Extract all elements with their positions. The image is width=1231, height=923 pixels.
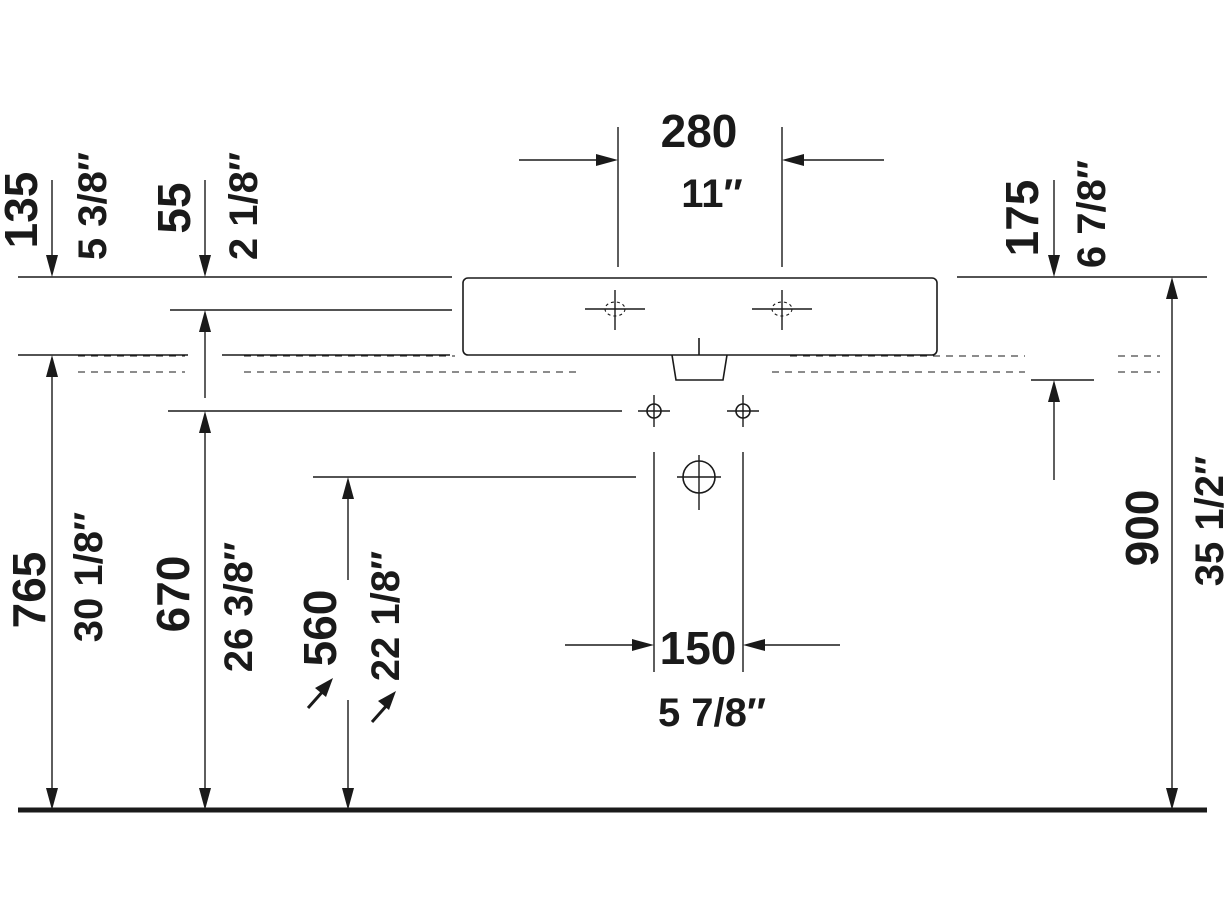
dim-670-inch: 26 3/8″ (217, 542, 261, 672)
tap-hole-right (752, 290, 812, 330)
dim-right-lower-arrow (1048, 380, 1060, 480)
dim-175 (1048, 180, 1060, 277)
pointer-arrow-left (306, 678, 333, 709)
pointer-arrow-right (370, 691, 396, 723)
dim-175-inch: 6 7/8″ (1070, 160, 1114, 268)
supply-valve-right (727, 395, 759, 427)
dim-150-inch: 5 7/8″ (658, 691, 766, 735)
dim-55-mm: 55 (148, 182, 200, 233)
dim-175-mm: 175 (996, 180, 1048, 257)
dim-900 (1166, 277, 1178, 810)
dim-55 (199, 180, 211, 398)
basin-waste-outlet (671, 354, 728, 381)
dim-280 (519, 127, 884, 267)
dim-900-inch: 35 1/2″ (1188, 456, 1231, 586)
dim-560-mm: 560 (294, 590, 346, 667)
waste-pipe-symbol (677, 455, 721, 510)
dim-900-mm: 900 (1116, 490, 1168, 567)
dim-670 (199, 411, 211, 810)
dim-765-mm: 765 (3, 552, 55, 629)
dim-560 (342, 477, 354, 810)
dim-670-mm: 670 (147, 556, 199, 633)
dim-280-inch: 11″ (681, 172, 742, 216)
basin-outline (462, 277, 938, 356)
tap-hole-left (585, 290, 645, 330)
dim-765 (46, 355, 58, 810)
dim-135-inch: 5 3/8″ (71, 152, 115, 260)
supply-valve-left (638, 395, 670, 427)
hidden-lines (18, 354, 1160, 373)
dim-135-mm: 135 (0, 172, 47, 249)
dim-150 (565, 452, 840, 672)
dim-150-mm: 150 (660, 622, 737, 674)
dim-765-inch: 30 1/8″ (67, 512, 111, 642)
dim-560-inch: 22 1/8″ (364, 551, 408, 681)
dim-280-mm: 280 (661, 105, 738, 157)
dim-55-inch: 2 1/8″ (222, 152, 266, 260)
dim-135 (46, 180, 58, 277)
